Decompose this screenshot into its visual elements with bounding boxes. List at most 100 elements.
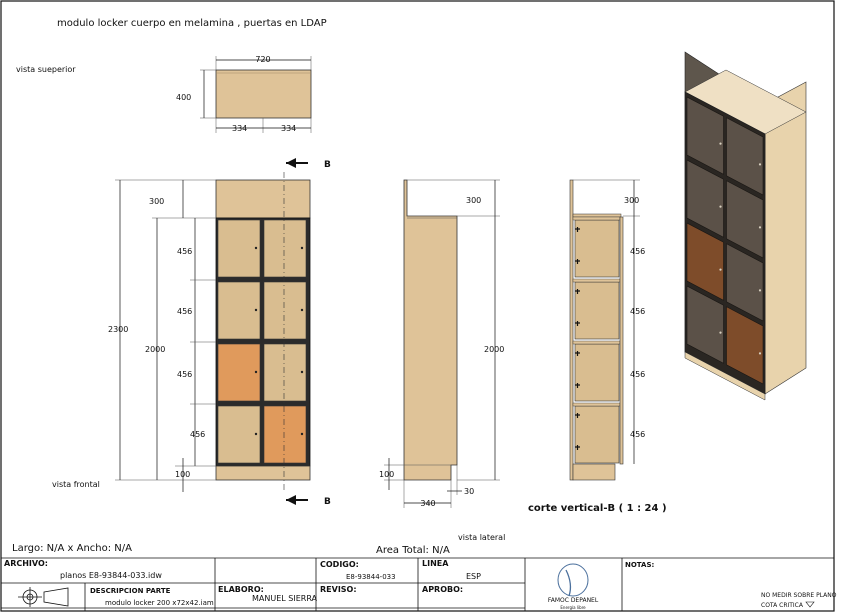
dim-front-base: 100 (175, 470, 190, 479)
iso-locker-door (726, 117, 764, 196)
linea-value: ESP (466, 572, 481, 581)
top-view-label: vista sueperior (16, 65, 76, 74)
isometric-view (684, 51, 807, 401)
section-cell (574, 343, 620, 402)
dim-side-base: 100 (379, 470, 394, 479)
iso-locker-door (686, 285, 724, 364)
side-view-label: vista lateral (458, 533, 505, 542)
dim-front-top: 300 (149, 197, 164, 206)
dim-side-body: 2000 (484, 345, 504, 354)
title-block (1, 557, 834, 611)
front-locker-door (263, 219, 307, 278)
top-view-body (215, 69, 312, 119)
iso-lock-icon (758, 352, 762, 355)
codigo-value: E8-93844-033 (346, 573, 396, 581)
iso-lock-icon (719, 205, 722, 208)
elaboro-label: ELABORO: (218, 585, 264, 594)
dim-side-kick: 30 (464, 487, 474, 496)
codigo-label: CODIGO: (320, 560, 359, 569)
door-lock-icon (254, 432, 258, 436)
projection-symbol-icon (18, 587, 69, 607)
reviso-label: REVISO: (320, 585, 357, 594)
area-summary: Area Total: N/A (376, 545, 450, 556)
top-view: vista sueperior 720 400 334 334 (16, 55, 312, 133)
door-lock-icon (254, 308, 258, 312)
door-lock-icon (300, 308, 304, 312)
dim-row-3: 456 (177, 370, 192, 379)
hinge-icon (575, 321, 580, 326)
dim-section-row-2: 456 (630, 307, 645, 316)
linea-label: LINEA (422, 559, 449, 568)
iso-lock-icon (719, 142, 722, 145)
hinge-icon (575, 227, 580, 232)
front-top-panel (215, 179, 311, 219)
elaboro-value: MANUEL SIERRA (252, 594, 318, 603)
hinge-icon (575, 351, 580, 356)
dim-row-1: 456 (177, 247, 192, 256)
descripcion-value: modulo locker 200 x72x42.iam (105, 599, 214, 607)
front-locker-door (217, 281, 261, 340)
aprobo-label: APROBO: (422, 585, 463, 594)
front-locker-door (217, 219, 261, 278)
side-view: 300 2000 100 340 30 vista lateral (379, 179, 505, 542)
section-view: 300 456 456 456 456 corte vertical-B ( 1… (528, 179, 667, 514)
archivo-value: planos E8-93844-033.idw (60, 571, 162, 580)
dim-section-top: 300 (624, 196, 639, 205)
iso-locker-door (686, 159, 724, 238)
critical-dimension-icon (805, 601, 815, 608)
door-lock-icon (300, 246, 304, 250)
hinge-icon (575, 413, 580, 418)
dim-top-width: 720 (255, 55, 270, 64)
front-view: B B 2300 2000 300 456 456 456 4 (52, 158, 331, 507)
door-lock-icon (254, 370, 258, 374)
section-cell (574, 281, 620, 340)
front-locker-door (217, 343, 261, 402)
front-view-label: vista frontal (52, 480, 100, 489)
dim-row-2: 456 (177, 307, 192, 316)
iso-locker-door (686, 96, 724, 175)
front-locker-door (263, 405, 307, 464)
iso-locker-door (686, 222, 724, 301)
dim-row-4: 456 (190, 430, 205, 439)
iso-locker-door (726, 243, 764, 322)
dim-side-top: 300 (466, 196, 481, 205)
door-lock-icon (300, 432, 304, 436)
iso-lock-icon (719, 268, 722, 271)
front-base (215, 465, 311, 481)
hinge-icon (575, 445, 580, 450)
dim-top-half-a: 334 (232, 124, 247, 133)
section-cell (574, 405, 620, 464)
dim-section-row-3: 456 (630, 370, 645, 379)
front-locker-door (263, 281, 307, 340)
section-marker-bottom: B (324, 497, 331, 507)
iso-lock-icon (719, 331, 722, 334)
note-cota-critica: COTA CRITICA (761, 602, 804, 609)
hinge-icon (575, 259, 580, 264)
iso-lock-icon (758, 226, 762, 229)
drawing-title: modulo locker cuerpo en melamina , puert… (57, 18, 327, 29)
iso-locker-door (726, 306, 764, 385)
dim-side-depth: 340 (420, 499, 435, 508)
front-locker-door (263, 343, 307, 402)
front-locker-door (217, 405, 261, 464)
iso-lock-icon (758, 289, 762, 292)
section-cell (574, 219, 620, 278)
dim-front-body: 2000 (145, 345, 165, 354)
door-lock-icon (254, 246, 258, 250)
company-logo: FAMOC DEPANEL Energía libre (548, 563, 599, 610)
iso-lock-icon (758, 163, 762, 166)
dim-top-half-b: 334 (281, 124, 296, 133)
section-view-label: corte vertical-B ( 1 : 24 ) (528, 503, 667, 514)
note-no-medir: NO MEDIR SOBRE PLANO (761, 592, 837, 599)
company-name: FAMOC DEPANEL (548, 597, 599, 604)
iso-locker-door (726, 180, 764, 259)
side-body (403, 179, 458, 481)
dim-front-total: 2300 (108, 325, 128, 334)
dim-section-row-1: 456 (630, 247, 645, 256)
hinge-icon (575, 289, 580, 294)
door-lock-icon (300, 370, 304, 374)
dim-section-row-4: 456 (630, 430, 645, 439)
dim-top-depth: 400 (176, 93, 191, 102)
